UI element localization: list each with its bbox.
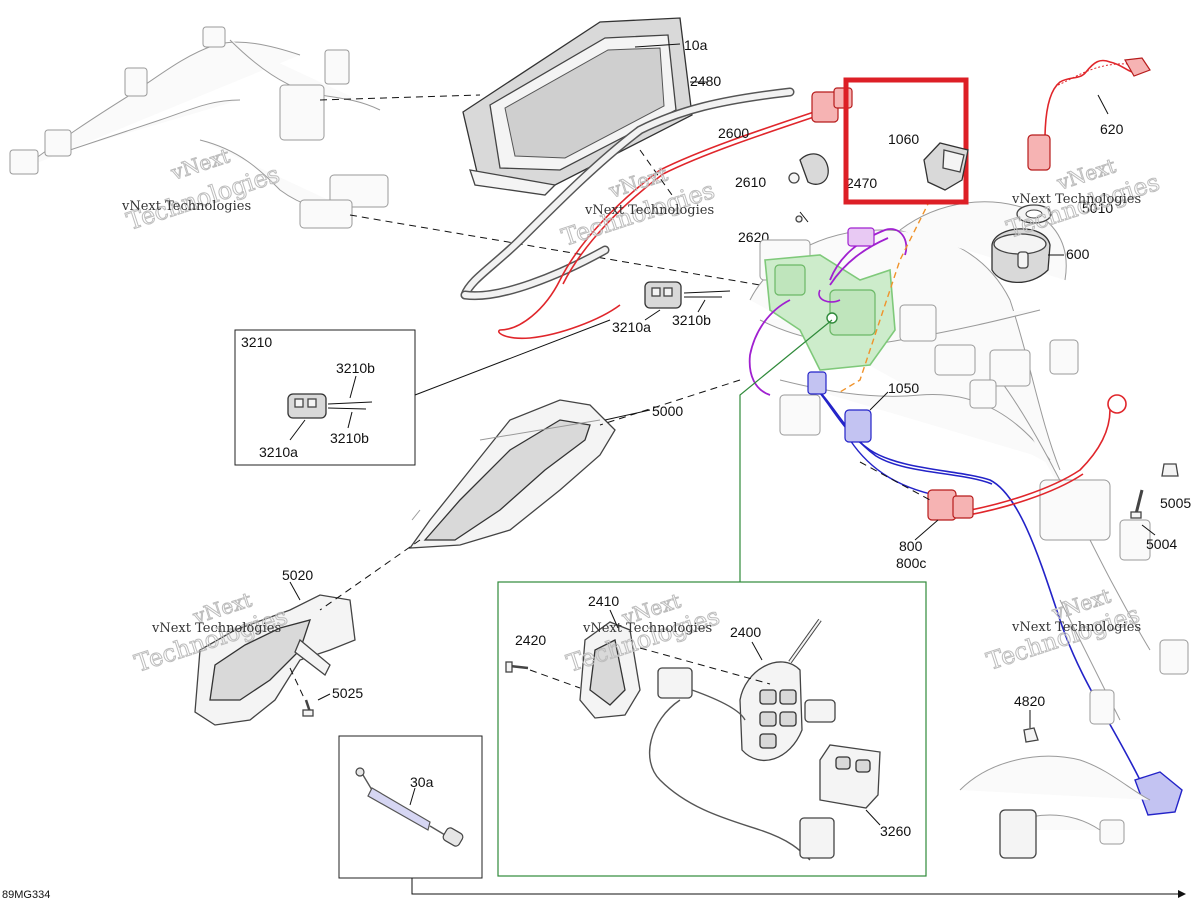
label-5000: 5000 [652,403,683,419]
leader-1060 [839,199,931,393]
cover-5000 [408,399,616,549]
svg-text:vNext Technologies: vNext Technologies [582,621,712,636]
label-1060: 1060 [888,131,919,147]
label-2420: 2420 [515,632,546,648]
bracket-5020 [194,594,356,726]
cable-30a [355,767,464,847]
label-30a: 30a [410,774,434,790]
label-3210b-inset-top: 3210b [336,360,375,376]
label-800c: 800c [896,555,926,571]
label-2400: 2400 [730,624,761,640]
cable-800 [927,394,1127,521]
terminal-3210b [683,290,731,298]
bracket-2410 [579,621,641,719]
label-3210a-inset: 3210a [259,444,298,460]
instrument-cluster-10a [462,17,693,196]
label-3210b: 3210b [672,312,711,328]
label-1050: 1050 [888,380,919,396]
label-5020: 5020 [282,567,313,583]
tube-2480 [460,87,795,301]
inset-2400 [497,581,927,877]
label-4820: 4820 [1014,693,1045,709]
svg-text:vNext Technologies: vNext Technologies [151,621,281,636]
harness-2470 [748,227,908,396]
nut-5005 [1161,463,1179,477]
connector-3210a [644,281,682,309]
switch-3260 [799,744,881,859]
watermark-1: vNext Technologies vNext Technologies [121,143,283,236]
clip-2610 [788,153,829,185]
label-3210a: 3210a [612,319,651,335]
label-3260: 3260 [880,823,911,839]
label-10a: 10a [684,37,708,53]
watermark-3: vNext Technologies vNext Technologies [1003,153,1164,244]
label-2480: 2480 [690,73,721,89]
label-620: 620 [1100,121,1124,137]
label-5010: 5010 [1082,200,1113,216]
figure-code: 89MG334 [2,889,50,900]
label-5025: 5025 [332,685,363,701]
tether-cord-620 [1027,57,1151,171]
screw-2420 [505,661,529,673]
connector-3210a-inset [287,393,373,419]
label-600: 600 [1066,246,1090,262]
inset-30a [338,735,483,879]
label-5005: 5005 [1160,495,1191,511]
start-switch-600 [991,228,1051,283]
label-2610: 2610 [735,174,766,190]
switch-1060 [923,142,969,191]
screw-2620 [795,211,809,223]
svg-text:vNext Technologies: vNext Technologies [584,203,714,218]
wire-2600 [498,87,853,340]
watermark-6: vNext Technologies vNext Technologies [983,583,1144,676]
leader-harness-to-center [349,214,761,286]
green-mount-area [764,254,896,371]
label-800: 800 [899,538,923,554]
switch-block-2400 [648,618,836,861]
svg-text:vNext Technologies: vNext Technologies [121,199,251,214]
ghost-frame-lower-right [959,599,1189,859]
label-3210b-inset-bottom: 3210b [330,430,369,446]
screw-5025 [302,699,314,717]
nut-4820 [1023,727,1039,743]
label-2600: 2600 [718,125,749,141]
label-2470: 2470 [846,175,877,191]
leader-harness-to-cluster [319,94,481,101]
bolt-5004 [1130,489,1144,519]
svg-text:vNext Technologies: vNext Technologies [1011,620,1141,635]
highlight-box-1060 [843,77,969,205]
label-3210-inset-title: 3210 [241,334,272,350]
label-2410: 2410 [588,593,619,609]
svg-text:vNext Technologies: vNext Technologies [1011,192,1141,207]
nut-5010 [1016,204,1052,224]
ghost-harness-upper-left [9,26,389,229]
label-5004: 5004 [1146,536,1177,552]
